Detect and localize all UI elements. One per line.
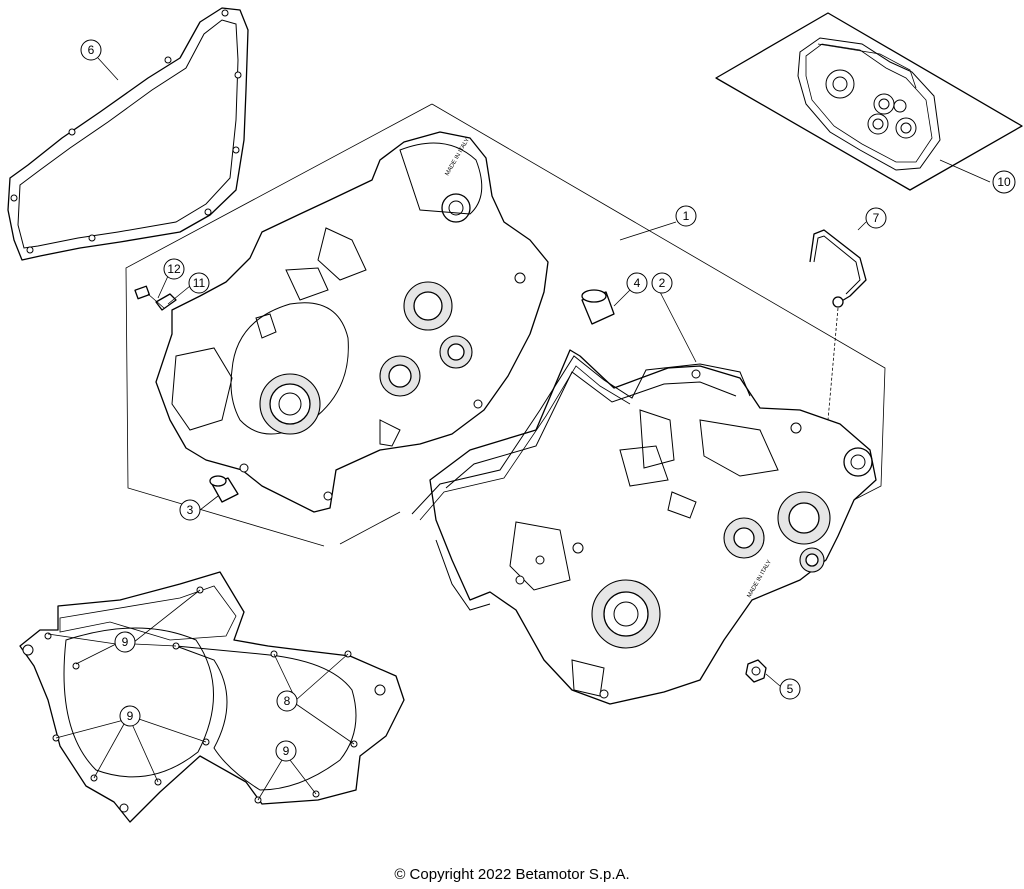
right-crankcase-half: MADE IN ITALY <box>429 349 877 705</box>
svg-text:7: 7 <box>873 211 880 225</box>
svg-text:2: 2 <box>659 276 666 290</box>
svg-text:4: 4 <box>634 276 641 290</box>
screw-12 <box>134 285 150 300</box>
callout-4: 4 <box>626 272 648 294</box>
svg-text:9: 9 <box>283 744 290 758</box>
svg-text:9: 9 <box>127 709 134 723</box>
clutch-cover-gasket <box>19 571 405 823</box>
callout-12: 12 <box>163 258 185 280</box>
nut-5 <box>745 659 767 683</box>
washer-11 <box>155 293 177 311</box>
copyright-notice: © Copyright 2022 Betamotor S.p.A. <box>394 866 630 883</box>
callout-9a: 9 <box>114 631 136 653</box>
gasket-kit-card <box>715 12 1023 191</box>
svg-text:5: 5 <box>787 682 794 696</box>
svg-text:1: 1 <box>683 209 690 223</box>
callout-2: 2 <box>651 272 673 294</box>
callout-8: 8 <box>276 690 298 712</box>
svg-text:12: 12 <box>167 262 181 276</box>
dowel-bushing-3 <box>209 475 239 503</box>
svg-text:6: 6 <box>88 43 95 57</box>
ignition-cover-gasket <box>7 7 249 261</box>
callout-10: 10 <box>992 170 1016 194</box>
svg-text:3: 3 <box>187 503 194 517</box>
crankcase-gasket <box>411 355 751 611</box>
callout-3: 3 <box>179 499 201 521</box>
callout-5: 5 <box>779 678 801 700</box>
left-crankcase-half: MADE IN ITALY <box>155 131 549 513</box>
callout-6: 6 <box>80 39 102 61</box>
callout-9b: 9 <box>119 705 141 727</box>
dowel-bushing-4 <box>581 289 615 325</box>
breather-pipe-7 <box>809 229 867 308</box>
gasket-leader-lines <box>47 589 355 801</box>
svg-text:10: 10 <box>997 175 1011 189</box>
svg-text:8: 8 <box>284 694 291 708</box>
callout-11: 11 <box>188 272 210 294</box>
svg-text:11: 11 <box>193 276 206 290</box>
svg-text:9: 9 <box>122 635 129 649</box>
callout-1: 1 <box>675 205 697 227</box>
callout-7: 7 <box>865 207 887 229</box>
callout-9c: 9 <box>275 740 297 762</box>
